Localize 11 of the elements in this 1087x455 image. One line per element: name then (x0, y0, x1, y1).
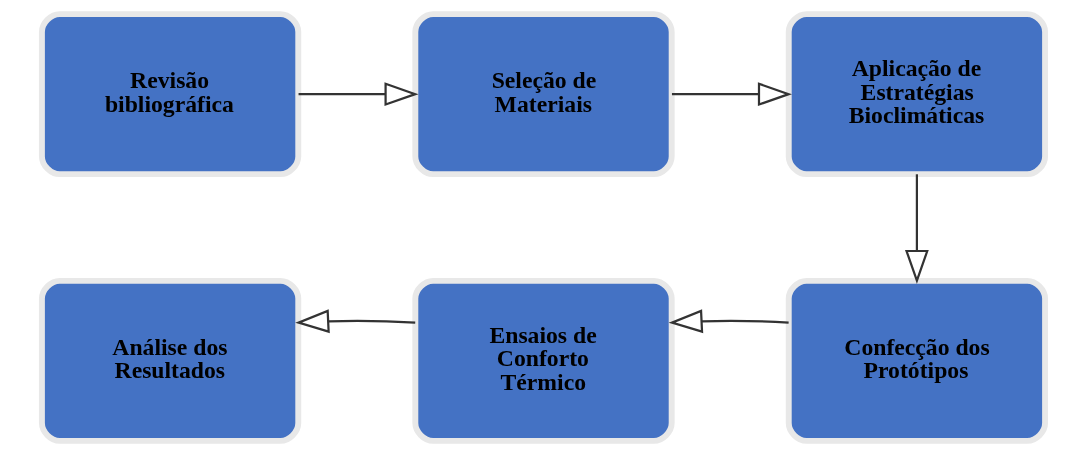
arrow (298, 82, 419, 107)
arrow (671, 82, 792, 107)
arrow (295, 309, 416, 334)
node-box: Seleção de Materiais (412, 11, 675, 178)
arrow (668, 309, 789, 334)
node-box: Ensaios de Conforto Térmico (412, 277, 675, 444)
node-box: Confecção dos Protótipos (785, 277, 1049, 444)
arrow (904, 174, 929, 284)
node-box: Análise dos Resultados (38, 277, 302, 444)
node-box: Revisão bibliográfica (38, 11, 302, 178)
node-box: Aplicação de Estratégias Bioclimáticas (785, 11, 1049, 178)
